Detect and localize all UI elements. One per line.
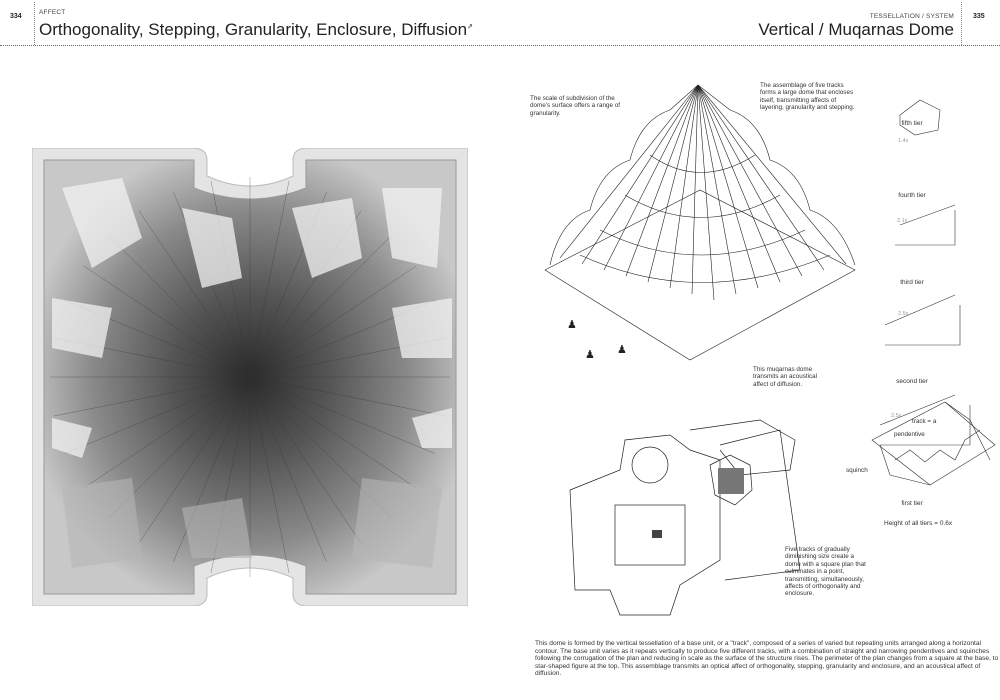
tier-dimension: 2.5x	[898, 311, 909, 317]
muqarnas-dome-photo	[32, 148, 468, 606]
track-label: track = a	[912, 418, 937, 425]
left-page-title: Orthogonality, Stepping, Granularity, En…	[39, 20, 473, 40]
tier-label: second tier	[896, 378, 928, 385]
left-page-number: 334	[10, 13, 22, 20]
right-page-number: 335	[973, 13, 985, 20]
tier-dimension: 1.4x	[898, 138, 909, 144]
header-rule	[0, 45, 1000, 46]
caption-assemblage: The assemblage of five tracks forms a la…	[760, 82, 855, 112]
tier-label: fifth tier	[901, 120, 923, 127]
first-tier-diagram	[871, 401, 996, 486]
tier-label: third tier	[900, 279, 924, 286]
tier-dimension: 2.5x	[891, 413, 902, 419]
caption-granularity: The scale of subdivision of the dome's s…	[530, 95, 620, 117]
caption-diffusion: This muqarnas dome transmits an acoustic…	[753, 366, 818, 388]
header-divider-right	[961, 2, 962, 45]
human-figure-icon: ♟	[567, 319, 577, 331]
tier-diagrams	[879, 99, 971, 446]
left-title-text: Orthogonality, Stepping, Granularity, En…	[39, 20, 468, 39]
pendentive-label: pendentive	[894, 431, 925, 438]
height-note: Height of all tiers = 0.6x	[884, 520, 953, 527]
body-paragraph: This dome is formed by the vertical tess…	[535, 640, 1000, 678]
isometric-dome-drawing	[544, 84, 856, 361]
caption-five-tracks: Five tracks of gradually diminishing siz…	[785, 546, 866, 598]
squinch-label: squinch	[846, 467, 868, 474]
tier-label: fourth tier	[898, 192, 926, 199]
header-divider	[34, 2, 35, 45]
right-kicker: TESSELLATION / SYSTEM	[869, 13, 954, 20]
site-plan-drawing	[569, 419, 800, 616]
tier-label: first tier	[901, 500, 923, 507]
arrow-icon: ⇗	[467, 23, 473, 31]
human-figure-icon: ♟	[585, 349, 595, 361]
left-kicker: AFFECT	[39, 9, 66, 16]
tier-dimension: 2.1x	[897, 218, 908, 224]
human-figure-icon: ♟	[617, 344, 627, 356]
right-page-title: Vertical / Muqarnas Dome	[758, 20, 954, 39]
